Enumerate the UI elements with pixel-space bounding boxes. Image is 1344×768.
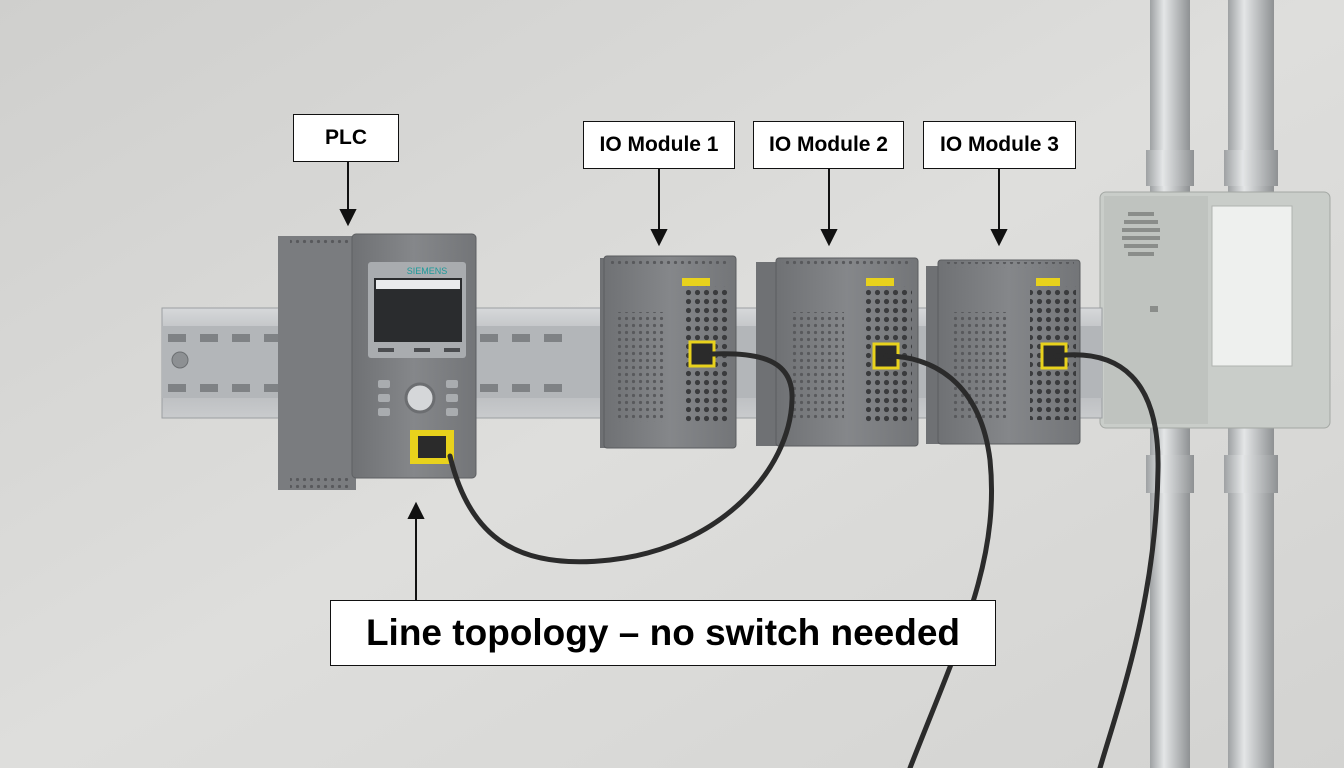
io-module-2-device [756,257,919,447]
cable-io3-out [1053,352,1161,768]
plc-label: PLC [293,114,399,162]
plc-brand-text: SIEMENS [407,266,448,276]
plc-nav-button [404,382,436,414]
topology-caption: Line topology – no switch needed [330,600,996,666]
cable-io1-to-io2-link [883,353,995,768]
callout-arrows [339,162,1008,600]
plc-device: SIEMENS [278,233,477,490]
io-module-1-label: IO Module 1 [583,121,735,169]
io-module-3-label: IO Module 3 [923,121,1076,169]
io-module-3-device [926,259,1081,445]
cable-plc-to-io1 [447,351,795,565]
io-module-1-device [600,255,737,449]
junction-box [1099,191,1331,429]
io-module-2-label: IO Module 2 [753,121,904,169]
ethernet-cables [447,351,1161,768]
